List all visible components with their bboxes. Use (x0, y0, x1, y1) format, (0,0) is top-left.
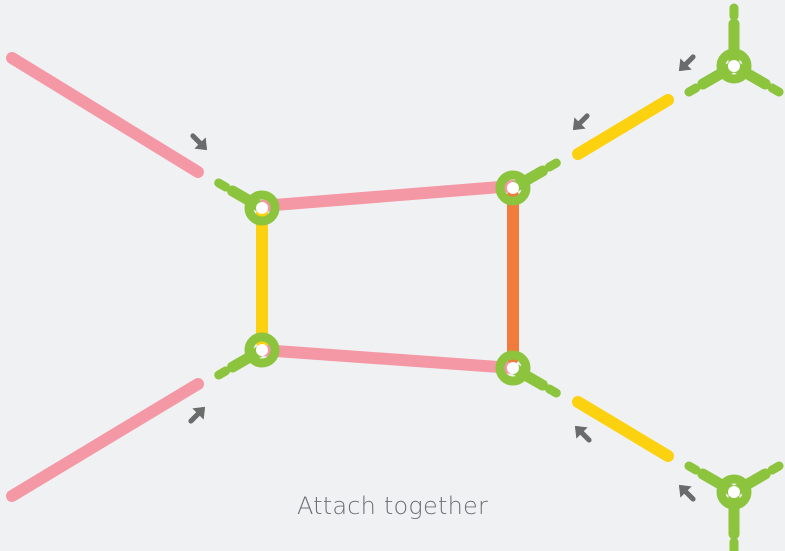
connector-node-icon (244, 190, 280, 226)
connector-bottom-left-hole (256, 344, 268, 356)
connector-top-right (495, 158, 561, 206)
rods-layer (6, 52, 674, 502)
pink-rod-lower-left-body (6, 378, 204, 502)
connector-far-lower-right-stub-2 (728, 468, 771, 498)
connector-far-upper-right-stub-tip-2 (767, 83, 784, 97)
connector-top-left (214, 178, 280, 226)
connector-far-lower-right-hole (728, 486, 740, 498)
connector-far-upper-right (684, 3, 784, 97)
yellow-rod-upper-right (572, 94, 674, 160)
connector-node-icon (716, 474, 752, 510)
connectors-layer (214, 3, 784, 551)
pink-rod-lower-left (6, 378, 204, 502)
arrow-icon (678, 484, 692, 498)
arrow-icon (678, 58, 692, 72)
connector-bottom-right-hole (507, 362, 519, 374)
pink-rod-top (256, 180, 519, 212)
connector-bottom-right (495, 350, 561, 398)
pink-rod-upper-left-body (6, 52, 204, 178)
arrow-icon (572, 117, 586, 131)
connector-node-icon (244, 332, 280, 368)
arrow-icon (192, 406, 206, 420)
connector-node-icon (716, 48, 752, 84)
caption-text: Attach together (296, 492, 489, 520)
connector-far-lower-right-stub-tip-1 (684, 461, 701, 475)
arrow-icon (194, 137, 208, 151)
arrow-lower-right-outer (678, 484, 696, 502)
connector-top-right-stub-tip-0 (544, 158, 561, 172)
connector-far-upper-right-stub-tip-1 (684, 83, 701, 97)
yellow-rod-upper-right-body (572, 94, 674, 160)
connector-top-right-hole (507, 182, 519, 194)
connector-far-upper-right-hole (728, 60, 740, 72)
pink-rod-upper-left (6, 52, 204, 178)
connector-top-left-stub-tip-0 (214, 178, 231, 192)
arrow-upper-left (190, 133, 208, 151)
arrow-lower-left (188, 406, 206, 424)
arrow-icon (574, 425, 588, 439)
connector-node-icon (495, 170, 531, 206)
yellow-rod-lower-right (572, 396, 674, 462)
pink-rod-top-body (256, 180, 519, 212)
connector-bottom-right-stub-tip-0 (544, 384, 561, 398)
connector-node-icon (495, 350, 531, 386)
connector-far-lower-right-stub-tip-2 (767, 461, 784, 475)
connector-far-upper-right-stub-1 (697, 60, 740, 90)
connector-far-upper-right-stub-2 (728, 60, 771, 90)
connector-far-lower-right (684, 461, 784, 551)
connector-bottom-left (214, 332, 280, 380)
connector-bottom-left-stub-tip-0 (214, 366, 231, 380)
yellow-rod-lower-right-body (572, 396, 674, 462)
arrow-lower-right-inner (574, 425, 592, 443)
arrow-upper-right-inner (572, 113, 590, 131)
arrow-upper-right-outer (678, 54, 696, 72)
connector-top-left-hole (256, 202, 268, 214)
arrows-layer (188, 54, 696, 502)
pink-rod-bottom (256, 344, 519, 374)
pink-rod-bottom-body (256, 344, 519, 374)
connector-far-lower-right-stub-1 (697, 468, 740, 498)
